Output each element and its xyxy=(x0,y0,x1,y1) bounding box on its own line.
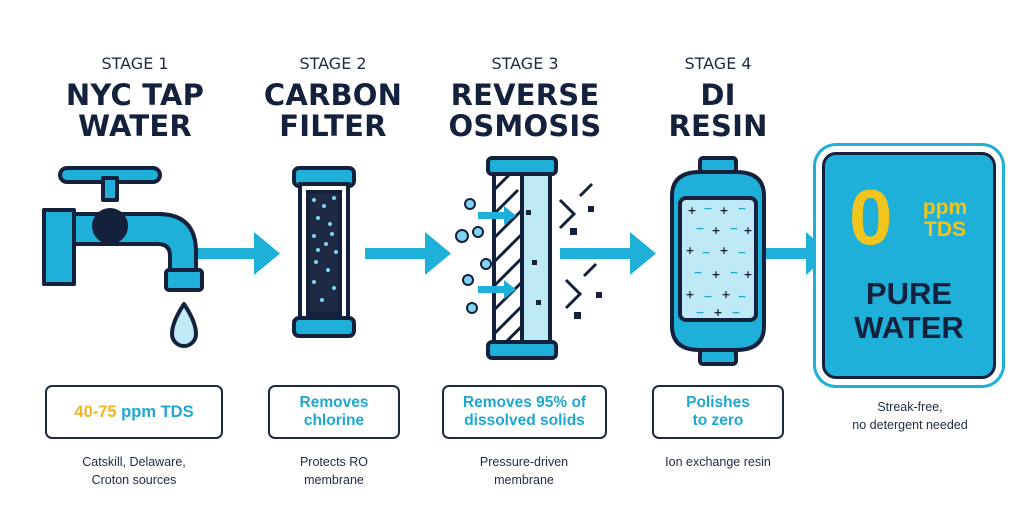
stage-3-info-line-1: Removes 95% of xyxy=(462,394,587,411)
svg-text:+: + xyxy=(685,288,694,301)
stage-4-info-line-1: Polishes xyxy=(686,394,750,411)
stage-1-tds-box: 40-75 ppm TDS xyxy=(45,385,223,439)
svg-text:−: − xyxy=(703,290,712,303)
stage-3-title-line-2: OSMOSIS xyxy=(448,109,602,143)
stage-4-info-box: Polishes to zero xyxy=(652,385,784,439)
svg-text:−: − xyxy=(737,290,746,303)
carbon-granules xyxy=(312,196,338,302)
stage-1-tds-unit: ppm TDS xyxy=(116,403,194,421)
svg-text:+: + xyxy=(713,306,722,319)
stage-4-title: DI RESIN xyxy=(608,80,828,142)
svg-text:+: + xyxy=(743,268,752,281)
flow-arrow-2 xyxy=(365,232,451,275)
stage-4-caption: Ion exchange resin xyxy=(623,453,813,471)
stage-2-caption-line-2: membrane xyxy=(304,473,364,487)
svg-text:−: − xyxy=(737,202,746,215)
stage-1-caption: Catskill, Delaware, Croton sources xyxy=(39,453,229,489)
stage-2-caption: Protects RO membrane xyxy=(239,453,429,489)
ro-solids xyxy=(526,206,602,319)
svg-text:−: − xyxy=(695,306,704,319)
carbon-filter-icon xyxy=(292,166,356,338)
stage-3-title-line-1: REVERSE xyxy=(450,78,600,112)
ro-inflow-arrows xyxy=(478,206,516,299)
svg-text:+: + xyxy=(743,224,752,237)
flow-arrow-1 xyxy=(196,232,280,275)
tds-zero-unit-line-2: TDS xyxy=(924,218,966,241)
stage-4-title-line-1: DI xyxy=(700,78,736,112)
ro-permeate-flow xyxy=(558,182,598,310)
stage-1-tds-value: 40-75 xyxy=(74,403,117,421)
stage-4-number: STAGE 4 xyxy=(684,54,752,73)
svg-text:+: + xyxy=(685,244,694,257)
stage-2-info-line-1: Removes xyxy=(299,394,369,411)
stage-4-title-line-2: RESIN xyxy=(668,109,768,143)
stage-3-title: REVERSE OSMOSIS xyxy=(415,80,635,142)
stage-2-title: CARBON FILTER xyxy=(223,80,443,142)
ro-rejected-particles xyxy=(455,198,492,314)
pure-water-caption-line-1: Streak-free, xyxy=(877,400,943,414)
svg-text:+: + xyxy=(711,268,720,281)
pure-water-label: PURE WATER xyxy=(825,277,993,345)
tds-zero-value: 0 xyxy=(849,173,893,261)
stage-3-caption-line-1: Pressure-driven xyxy=(479,455,569,469)
stage-2-number: STAGE 2 xyxy=(299,54,367,73)
di-resin-tank-icon xyxy=(670,156,766,366)
stage-3-number: STAGE 3 xyxy=(491,54,559,73)
stage-2-title-line-2: FILTER xyxy=(279,109,387,143)
svg-text:−: − xyxy=(695,222,704,235)
stage-1-title-line-1: NYC TAP xyxy=(65,78,205,112)
svg-text:−: − xyxy=(729,222,738,235)
ro-hatching xyxy=(492,172,524,344)
flow-arrow-4 xyxy=(762,232,830,275)
svg-text:+: + xyxy=(719,204,728,217)
stage-1-caption-line-2: Croton sources xyxy=(91,473,177,487)
svg-text:−: − xyxy=(729,266,738,279)
stage-3-info-box: Removes 95% of dissolved solids xyxy=(442,385,607,439)
svg-text:+: + xyxy=(721,288,730,301)
stage-1-number: STAGE 1 xyxy=(101,54,169,73)
tds-zero-unit-line-1: ppm xyxy=(922,196,968,219)
stage-2-info-line-2: chlorine xyxy=(303,412,365,429)
pure-water-card: 0 ppm TDS PURE WATER xyxy=(822,152,996,379)
svg-text:−: − xyxy=(701,246,710,259)
svg-text:−: − xyxy=(731,306,740,319)
di-resin-beads: +−+− −+−+ +−+− −+−+ +−+− −+− xyxy=(685,202,752,319)
pure-water-caption-line-2: no detergent needed xyxy=(852,418,968,432)
stage-1-caption-line-1: Catskill, Delaware, xyxy=(82,455,186,469)
svg-text:+: + xyxy=(687,204,696,217)
pure-water-label-line-1: PURE xyxy=(865,276,953,311)
stage-2-caption-line-1: Protects RO xyxy=(299,455,369,469)
tds-zero-unit: ppm TDS xyxy=(917,197,973,241)
svg-text:−: − xyxy=(693,266,702,279)
pure-water-caption: Streak-free, no detergent needed xyxy=(810,398,1010,434)
flow-arrow-3 xyxy=(560,232,656,275)
pure-water-label-line-2: WATER xyxy=(854,310,964,345)
stage-3-caption: Pressure-driven membrane xyxy=(429,453,619,489)
stage-3-caption-line-2: membrane xyxy=(494,473,554,487)
stage-4-info-line-2: to zero xyxy=(692,412,744,429)
stage-4-caption-line-1: Ion exchange resin xyxy=(665,455,771,469)
stage-1-title: NYC TAP WATER xyxy=(25,80,245,142)
svg-text:+: + xyxy=(719,244,728,257)
svg-text:−: − xyxy=(737,246,746,259)
svg-text:−: − xyxy=(703,202,712,215)
faucet-icon xyxy=(42,166,204,348)
stage-2-title-line-1: CARBON xyxy=(263,78,403,112)
stage-2-info-box: Removes chlorine xyxy=(268,385,400,439)
svg-text:+: + xyxy=(711,224,720,237)
stage-1-title-line-2: WATER xyxy=(78,109,192,143)
stage-3-info-line-2: dissolved solids xyxy=(464,412,585,429)
